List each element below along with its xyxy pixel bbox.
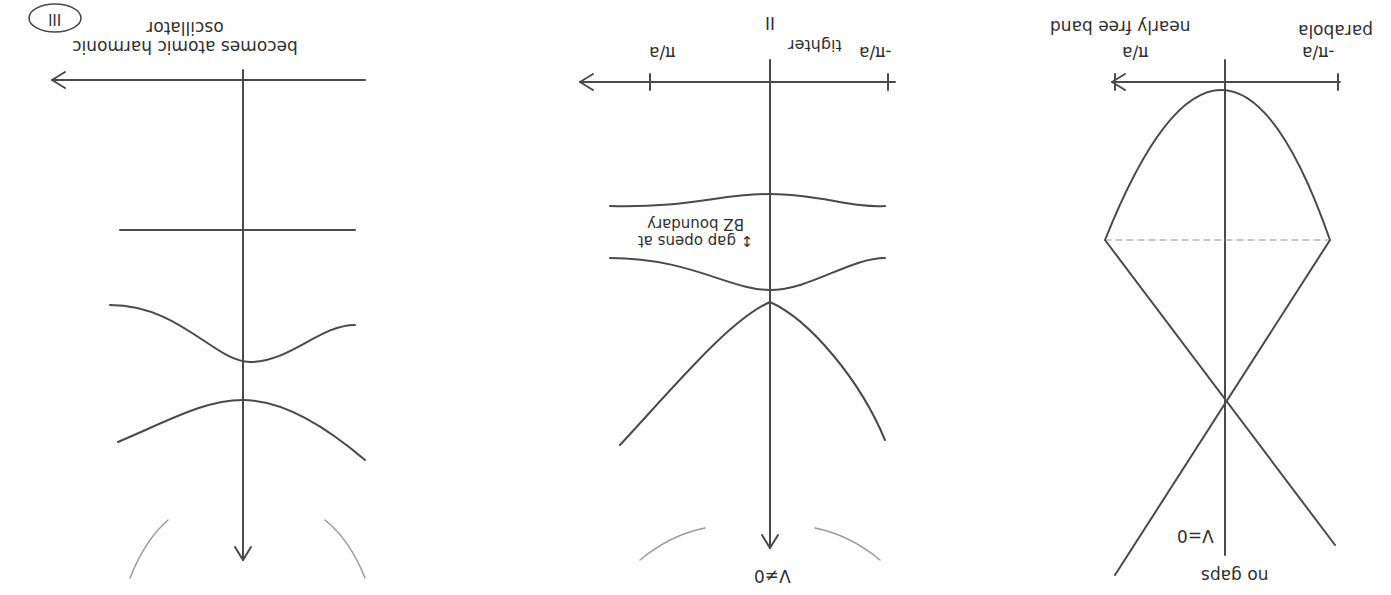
axis-tick-label: π/a xyxy=(649,43,675,62)
panel-note: becomes atomic harmonic oscillator xyxy=(70,19,300,56)
potential-label: V=0 xyxy=(1177,526,1214,545)
panel-number: III xyxy=(48,10,61,27)
axis-tick-label: π/a xyxy=(1122,43,1148,62)
panel-note: tighter xyxy=(788,36,842,54)
axis-tick-label: -π/a xyxy=(1302,43,1335,62)
panel-title: nearly free band xyxy=(1050,17,1191,36)
gap-note: ↕ gap opens at BZ boundary xyxy=(628,216,763,249)
potential-label: V≠0 xyxy=(754,566,791,585)
axis-tick-label: -π/a xyxy=(859,43,892,62)
panel-note: no gaps xyxy=(1201,566,1268,585)
panel-note: parabola xyxy=(1298,21,1373,40)
panel-number: II xyxy=(765,13,775,32)
